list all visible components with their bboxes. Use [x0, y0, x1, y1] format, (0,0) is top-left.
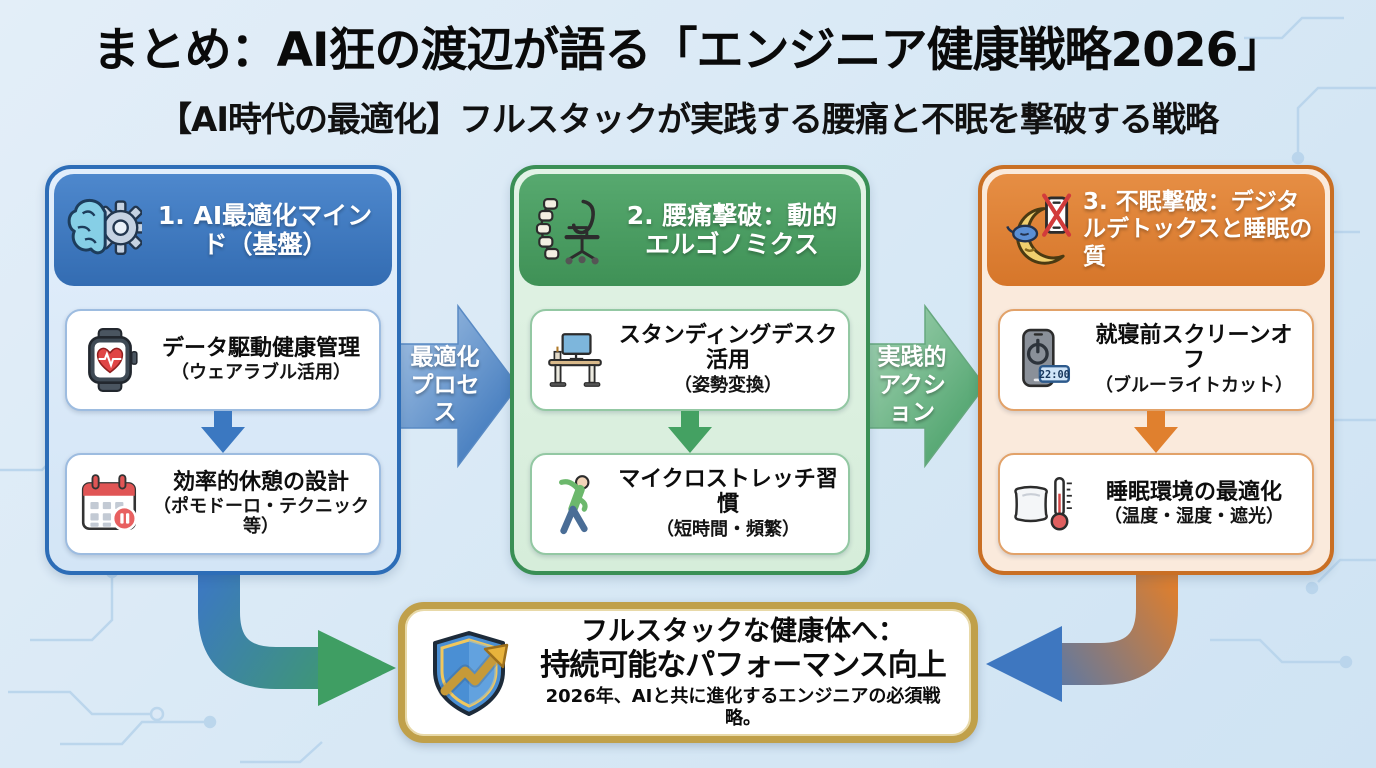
flow-label-line2: アクション: [878, 372, 946, 426]
card-note: （ウェアラブル活用）: [171, 362, 351, 384]
column-back-pain-header: 2. 腰痛撃破：動的エルゴノミクス: [519, 174, 861, 286]
card-note: （温度・湿度・遮光）: [1104, 506, 1284, 528]
phone-screen-off-icon: 22:00: [1022, 328, 1071, 388]
flow-arrow-optimization-process: 最適化 プロセス: [393, 300, 519, 472]
page-title: まとめ：AI狂の渡辺が語る「エンジニア健康戦略2026」: [92, 23, 1285, 78]
column-insomnia-title: 3. 不眠撃破：デジタルデトックスと睡眠の質: [1083, 189, 1313, 270]
card-note: （ブルーライトカット）: [1095, 374, 1293, 396]
card-note: （ポモドーロ・テクニック等）: [153, 496, 369, 538]
column-back-pain-title: 2. 腰痛撃破：動的エルゴノミクス: [626, 200, 838, 260]
column-insomnia: 3. 不眠撃破：デジタルデトックスと睡眠の質 22:00 就寝前スクリーンオフ …: [978, 165, 1334, 575]
standing-desk-icon: [548, 333, 602, 387]
card-micro-stretch: マイクロストレッチ習慣 （短時間・頻繁）: [530, 453, 850, 555]
down-arrow-icon: [1134, 411, 1178, 453]
arrow-col3-to-conclusion: [986, 552, 1178, 702]
card-title: 就寝前スクリーンオフ: [1095, 323, 1293, 373]
arrow-col1-to-conclusion: [198, 552, 396, 706]
card-sleep-environment: 睡眠環境の最適化 （温度・湿度・遮光）: [998, 453, 1314, 555]
flow-label-line2: プロセス: [410, 372, 480, 426]
down-arrow-icon: [668, 411, 712, 453]
card-title: マイクロストレッチ習慣: [618, 467, 838, 517]
shield-growth-icon: [433, 630, 509, 716]
spine-chair-icon: [535, 198, 600, 265]
moon-digital-detox-icon: [1006, 193, 1072, 265]
card-standing-desk: スタンディングデスク活用 （姿勢変換）: [530, 309, 850, 411]
smartwatch-heart-icon: [88, 328, 138, 392]
brain-gear-icon: [67, 198, 142, 255]
card-screen-off: 22:00 就寝前スクリーンオフ （ブルーライトカット）: [998, 309, 1314, 411]
card-title: 睡眠環境の最適化: [1105, 479, 1282, 505]
card-note: （姿勢変換）: [674, 374, 782, 396]
column-back-pain: 2. 腰痛撃破：動的エルゴノミクス スタンディングデスク活用 （姿勢変換）: [510, 165, 870, 575]
conclusion-title-line2: 持続可能なパフォーマンス向上: [540, 648, 946, 683]
conclusion-box: フルスタックな健康体へ： 持続可能なパフォーマンス向上 2026年、AIと共に進…: [398, 602, 978, 743]
card-title: データ駆動健康管理: [161, 335, 360, 361]
down-arrow-icon: [201, 411, 245, 453]
calendar-pause-icon: [81, 474, 138, 532]
column-insomnia-header: 3. 不眠撃破：デジタルデトックスと睡眠の質: [987, 174, 1325, 286]
card-efficient-breaks: 効率的休憩の設計 （ポモドーロ・テクニック等）: [65, 453, 381, 555]
column-ai-mind-title: 1. AI最適化マインド（基盤）: [157, 200, 373, 260]
flow-label-line1: 実践的: [877, 344, 947, 371]
card-note: （短時間・頻繁）: [656, 518, 800, 540]
pillow-thermometer-icon: [1014, 476, 1072, 531]
bedtime-clock-time: 22:00: [1039, 369, 1070, 381]
card-title: 効率的休憩の設計: [172, 469, 349, 495]
conclusion-subtitle: 2026年、AIと共に進化するエンジニアの必須戦略。: [545, 686, 941, 729]
card-data-driven-health: データ駆動健康管理 （ウェアラブル活用）: [65, 309, 381, 411]
card-title: スタンディングデスク活用: [618, 323, 838, 373]
stretch-person-icon: [559, 475, 590, 535]
column-ai-mind: 1. AI最適化マインド（基盤） データ駆動健康管理 （ウェアラブル活用）: [45, 165, 401, 575]
flow-label-line1: 最適化: [410, 344, 480, 371]
conclusion-title-line1: フルスタックな健康体へ：: [581, 616, 905, 648]
flow-arrow-practical-action: 実践的 アクション: [860, 300, 986, 472]
bedtime-clock: 22:00: [1038, 364, 1071, 383]
column-ai-mind-header: 1. AI最適化マインド（基盤）: [54, 174, 392, 286]
page-subtitle: 【AI時代の最適化】フルスタックが実践する腰痛と不眠を撃破する戦略: [158, 100, 1219, 140]
